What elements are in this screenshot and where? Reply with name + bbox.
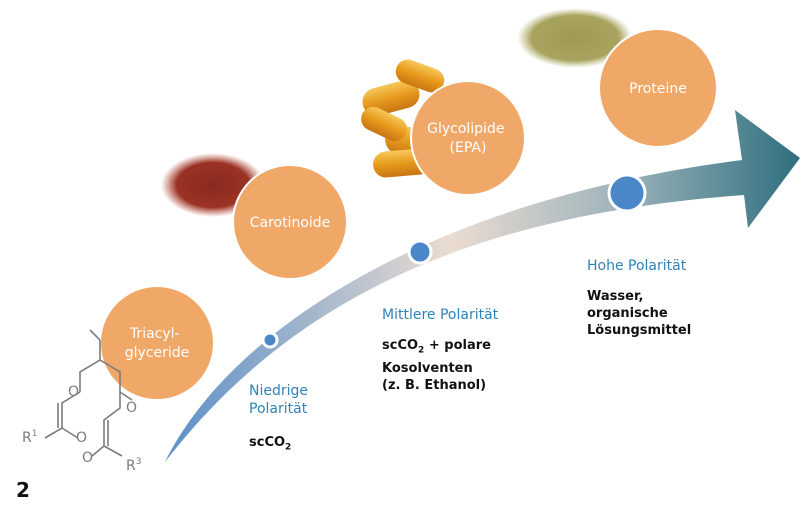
polarity-high-label: Hohe Polarität: [587, 258, 687, 274]
polarity-dot-low: [261, 331, 279, 349]
solvent-high-label: Wasser, organische Lösungsmittel: [587, 289, 692, 338]
polarity-dot-high: [607, 173, 647, 213]
polarity-mid-label: Mittlere Polarität: [382, 307, 499, 323]
circle-label-glycolipide: Glycolipide (EPA): [427, 121, 509, 156]
polarity-low-label: Niedrige Polarität: [249, 383, 309, 417]
oxygen-label-4: O: [82, 450, 93, 466]
circle-proteine: [598, 28, 718, 148]
circle-label-proteine: Proteine: [629, 81, 687, 97]
circle-carotinoide: [232, 164, 348, 280]
figure-number: 2: [16, 478, 30, 502]
oxygen-label-1: O: [126, 400, 137, 416]
solvent-mid-label: scCO2 + polare Kosolventen (z. B. Ethano…: [382, 338, 491, 393]
polarity-dot-mid: [407, 239, 433, 265]
triglyceride-structure: O O O O R1 R3: [22, 329, 141, 474]
oxygen-label-3: O: [76, 430, 87, 446]
green-powder-image: [517, 8, 633, 68]
circle-triacylglyceride: [99, 285, 215, 401]
circle-label-triacylglyceride: Triacyl- glyceride: [125, 326, 190, 361]
r1-label: R1: [22, 429, 37, 446]
oxygen-label-2: O: [68, 384, 79, 400]
r3-label: R3: [126, 457, 141, 474]
circle-label-carotinoide: Carotinoide: [250, 215, 331, 231]
solvent-low-label: scCO2: [249, 435, 292, 453]
circle-glycolipide: [410, 80, 526, 196]
